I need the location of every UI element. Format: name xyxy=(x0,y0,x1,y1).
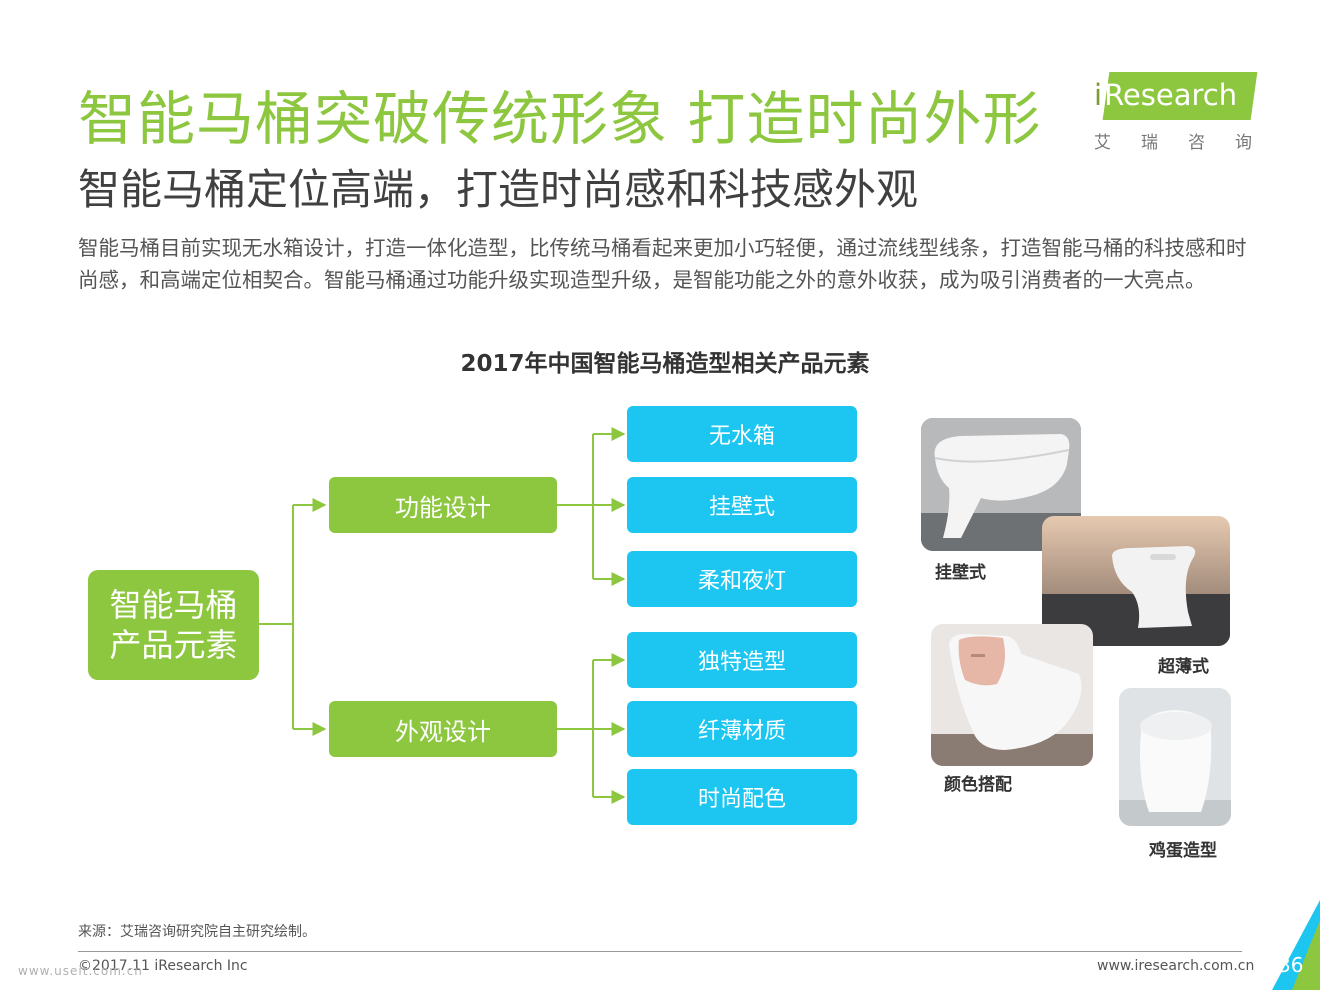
logo-i: i xyxy=(1092,78,1105,112)
logo-wordmark: iResearch xyxy=(1092,78,1258,112)
leaf-unique-shape: 独特造型 xyxy=(627,632,857,688)
leaf-thin-material: 纤薄材质 xyxy=(627,701,857,757)
branch-function-design: 功能设计 xyxy=(329,477,557,533)
page-subtitle: 智能马桶定位高端，打造时尚感和科技感外观 xyxy=(78,165,919,214)
leaf-tankless: 无水箱 xyxy=(627,406,857,462)
root-line-2: 产品元素 xyxy=(109,626,238,664)
source-note: 来源：艾瑞咨询研究院自主研究绘制。 xyxy=(78,924,316,940)
diagram-title: 2017年中国智能马桶造型相关产品元素 xyxy=(460,351,870,377)
caption-egg-shape: 鸡蛋造型 xyxy=(1149,841,1217,861)
page-title: 智能马桶突破传统形象 打造时尚外形 xyxy=(78,85,1042,153)
iresearch-logo: iResearch 艾瑞咨询 xyxy=(1092,72,1258,154)
copyright-text: ©2017.11 iResearch Inc xyxy=(78,958,248,974)
leaf-wall-hung: 挂壁式 xyxy=(627,477,857,533)
leaf-night-light: 柔和夜灯 xyxy=(627,551,857,607)
photo-egg-shape-toilet xyxy=(1119,688,1231,826)
footer-divider xyxy=(78,951,1242,952)
caption-color-match: 颜色搭配 xyxy=(944,775,1012,795)
caption-ultra-thin: 超薄式 xyxy=(1158,657,1209,677)
website-link[interactable]: www.iresearch.com.cn xyxy=(1097,958,1255,974)
caption-wall-hung: 挂壁式 xyxy=(935,563,986,583)
photo-wall-hung-toilet xyxy=(921,418,1081,551)
page-number: 36 xyxy=(1278,953,1304,977)
description-text: 智能马桶目前实现无水箱设计，打造一体化造型，比传统马桶看起来更加小巧轻便，通过流… xyxy=(78,236,1247,292)
logo-research: Research xyxy=(1104,78,1238,112)
root-line-1: 智能马桶 xyxy=(109,586,238,624)
page-corner-decoration xyxy=(1272,900,1320,990)
branch-appearance-design: 外观设计 xyxy=(329,701,557,757)
root-node: 智能马桶 产品元素 xyxy=(88,570,259,680)
leaf-fashion-color: 时尚配色 xyxy=(627,769,857,825)
logo-chinese: 艾瑞咨询 xyxy=(1094,133,1282,153)
photo-color-match-toilet xyxy=(931,624,1093,766)
watermark: www.useit.com.cn xyxy=(18,964,143,978)
